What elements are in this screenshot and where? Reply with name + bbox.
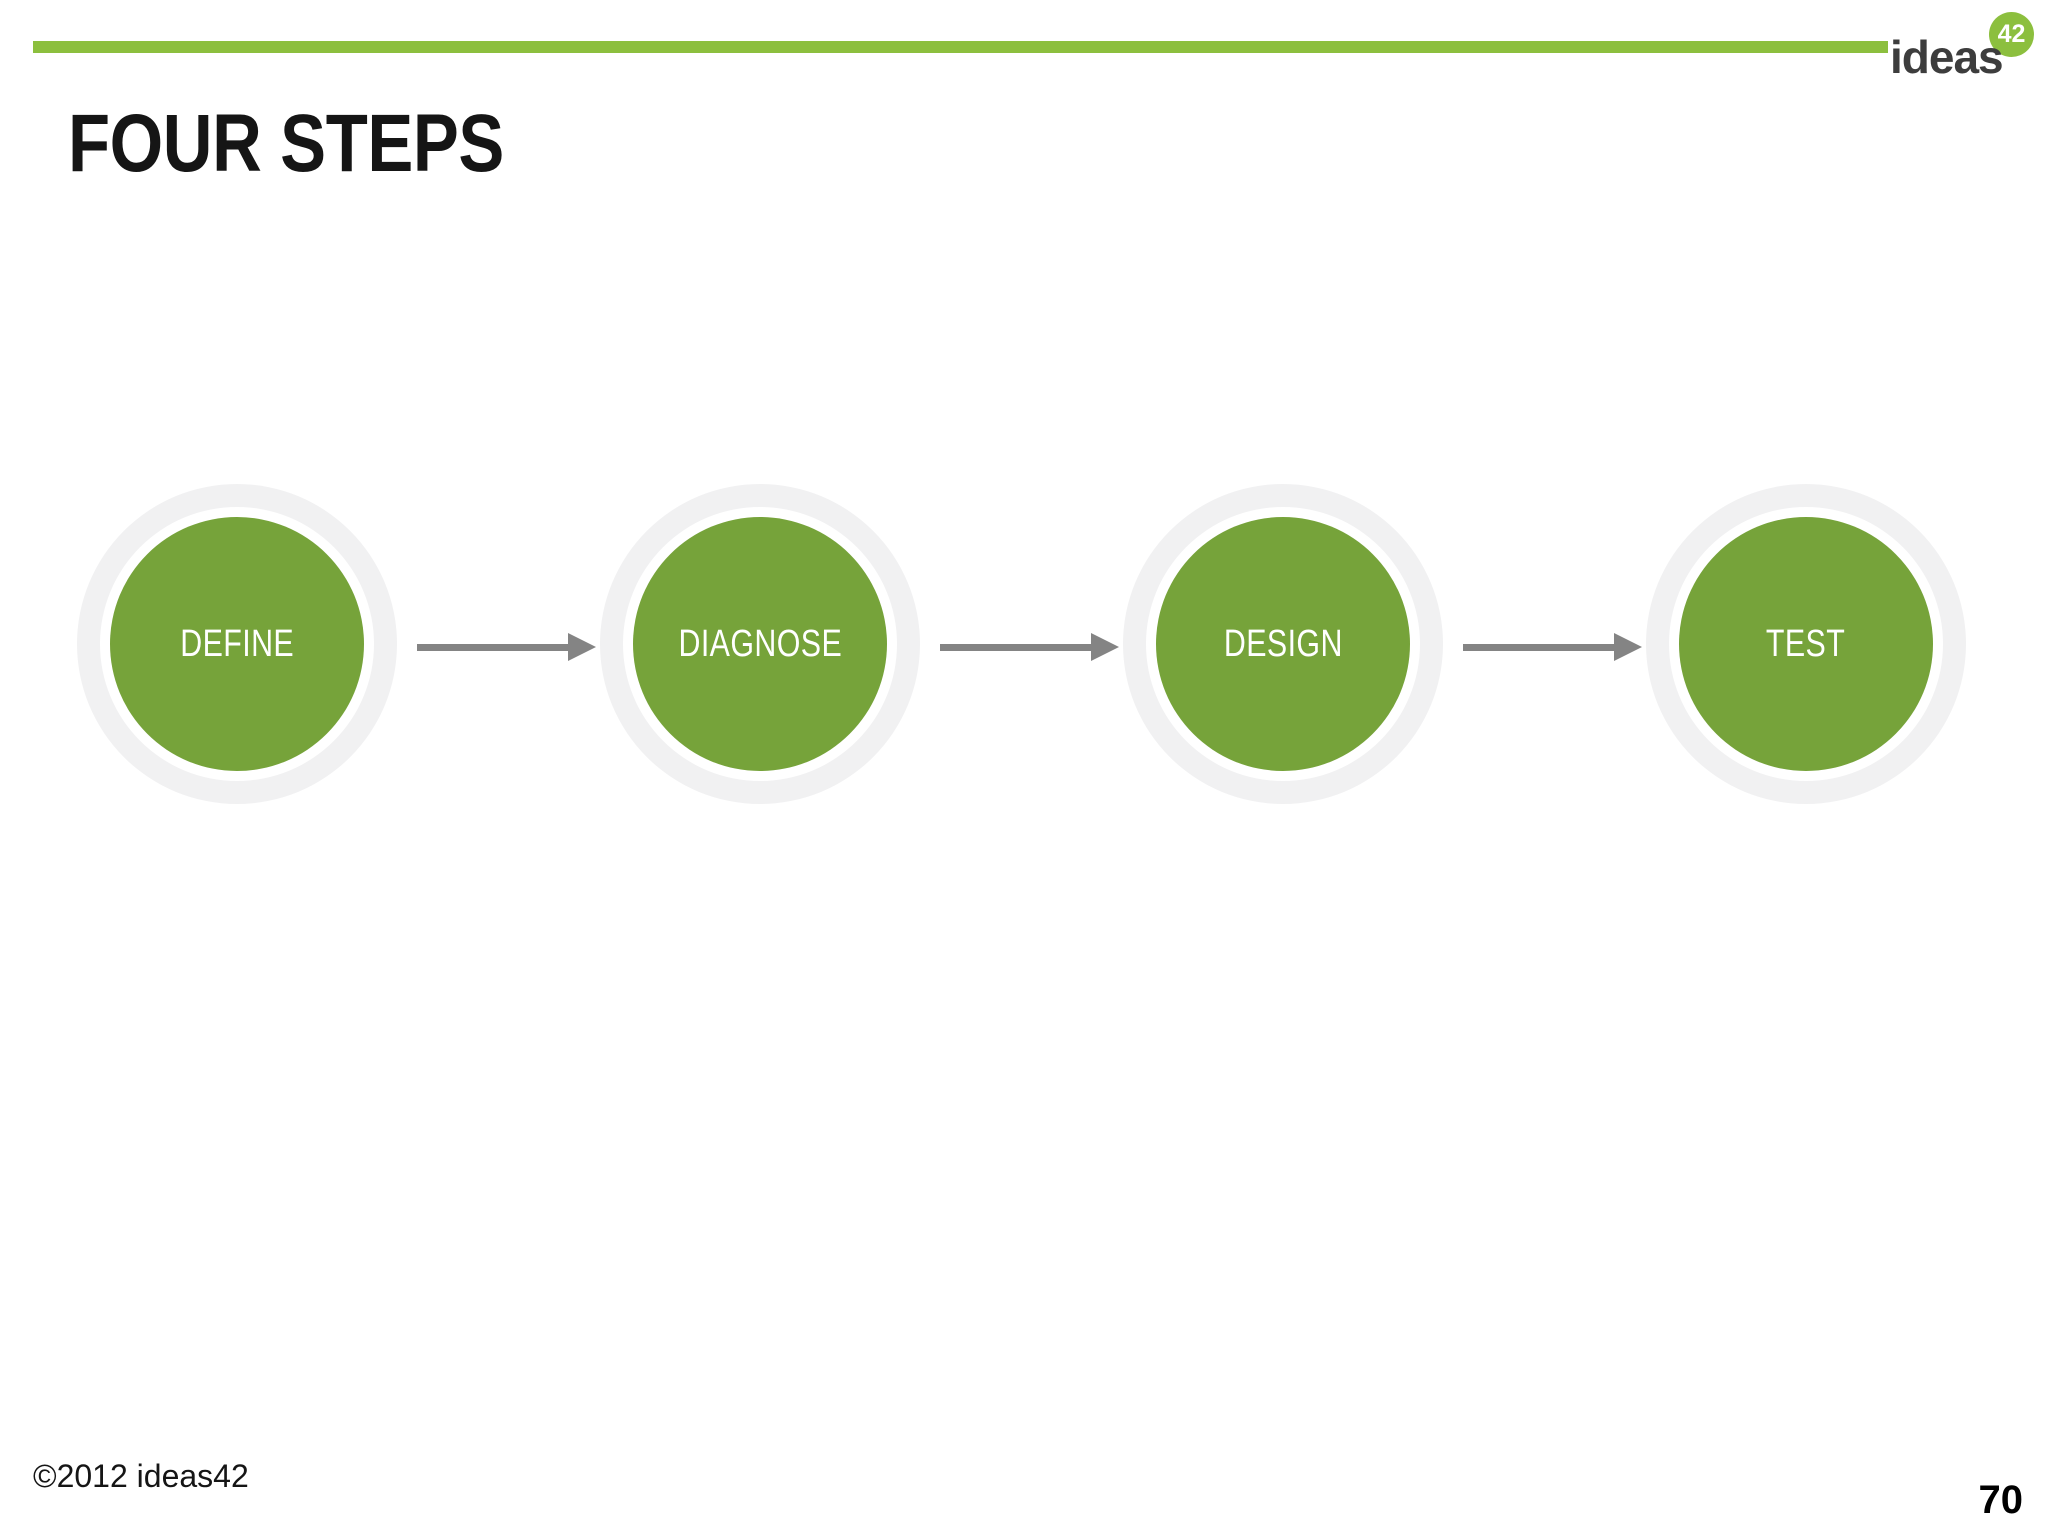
step-label: DEFINE bbox=[180, 622, 294, 665]
arrow-define-to-diagnose-icon bbox=[417, 633, 596, 661]
step-circle: DIAGNOSE bbox=[633, 517, 887, 771]
step-label: DESIGN bbox=[1223, 622, 1343, 665]
logo-word: ideas bbox=[1890, 31, 2004, 83]
logo-42-badge: 42 bbox=[1989, 12, 2034, 57]
step-circle: TEST bbox=[1679, 517, 1933, 771]
step-label: DIAGNOSE bbox=[678, 622, 842, 665]
arrow-head bbox=[1091, 633, 1119, 661]
step-diagnose: DIAGNOSE bbox=[600, 484, 920, 804]
step-design: DESIGN bbox=[1123, 484, 1443, 804]
step-circle: DESIGN bbox=[1156, 517, 1410, 771]
ideas42-logo: 42 ideas bbox=[1880, 0, 2048, 100]
arrow-design-to-test-icon bbox=[1463, 633, 1642, 661]
step-define: DEFINE bbox=[77, 484, 397, 804]
logo-badge-text: 42 bbox=[1997, 20, 2026, 48]
arrow-diagnose-to-design-icon bbox=[940, 633, 1119, 661]
step-label: TEST bbox=[1766, 622, 1846, 665]
page-title: FOUR STEPS bbox=[68, 98, 504, 189]
copyright-text: ©2012 ideas42 bbox=[33, 1458, 249, 1494]
step-test: TEST bbox=[1646, 484, 1966, 804]
header-accent-rule bbox=[33, 41, 1888, 53]
arrow-head bbox=[568, 633, 596, 661]
step-circle: DEFINE bbox=[110, 517, 364, 771]
arrow-shaft bbox=[940, 643, 1093, 651]
arrow-shaft bbox=[1463, 643, 1616, 651]
arrow-head bbox=[1614, 633, 1642, 661]
arrow-shaft bbox=[417, 643, 570, 651]
page-number: 70 bbox=[1978, 1478, 2024, 1522]
